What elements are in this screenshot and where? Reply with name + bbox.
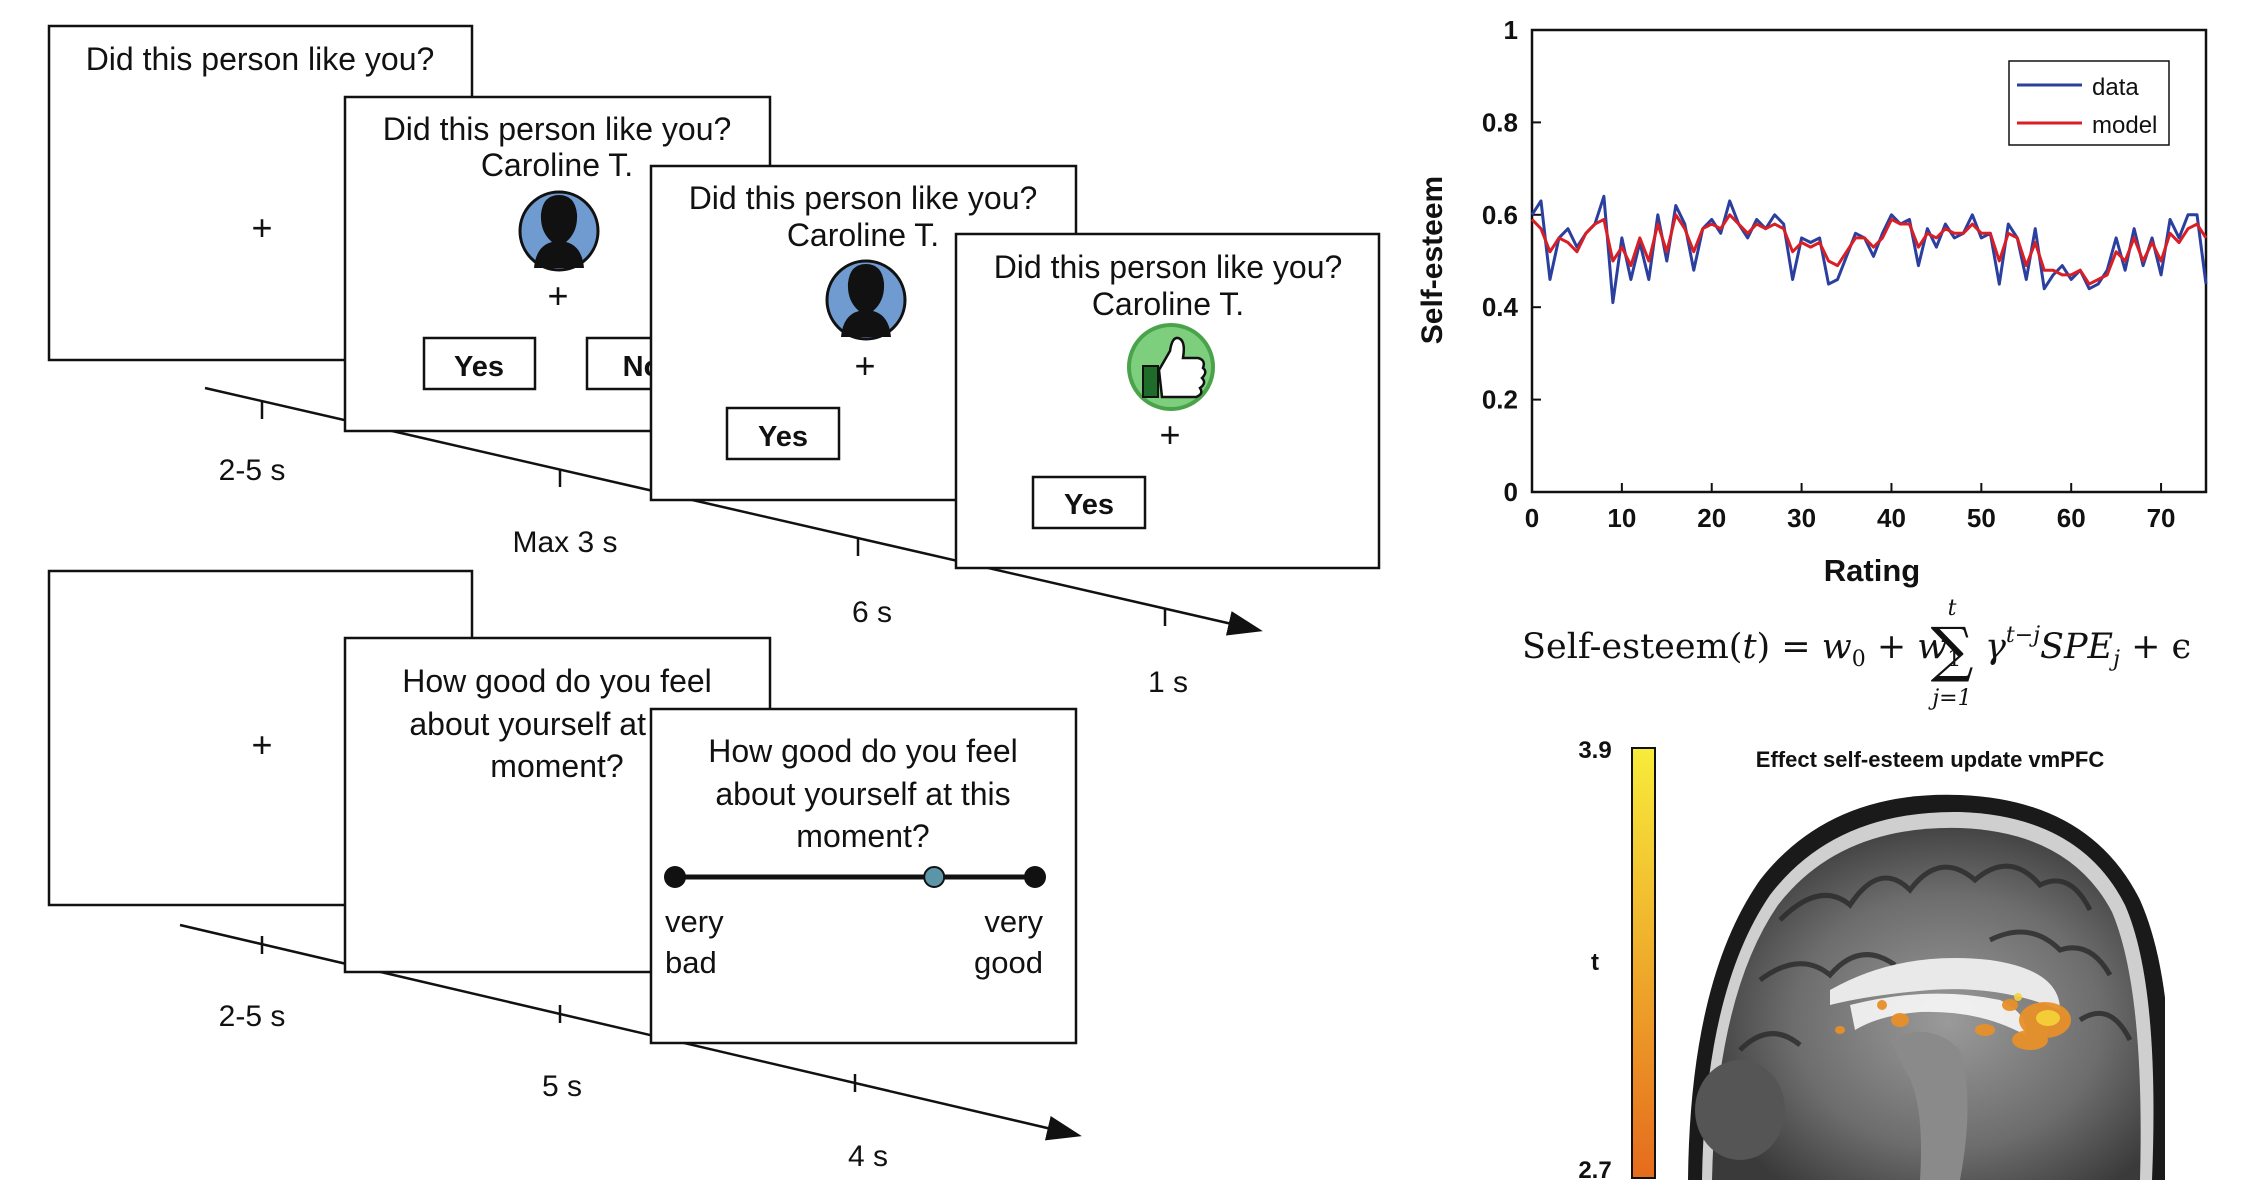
yes-label: Yes [454, 351, 504, 383]
sum-upper: t [1948, 596, 1957, 621]
yes-button [1031, 475, 1147, 530]
formula-plus: + [1866, 627, 1918, 667]
legend-label-data: data [2092, 74, 2139, 101]
series-line-model [1530, 213, 2208, 286]
x-axis-label: Rating [1824, 553, 1920, 588]
duration-label: 4 s [848, 1140, 888, 1173]
question-line: How good do you feel [402, 663, 712, 699]
duration-label: Max 3 s [512, 526, 617, 559]
svg-text:Self-esteem(t) = w0 + w1: Self-esteem(t) = w0 + w1 [1522, 627, 1961, 672]
y-tick-label: 0.4 [1482, 292, 1519, 322]
yes-label: Yes [1064, 489, 1114, 521]
formula-tail: + ϵ [2120, 627, 2191, 667]
screen-feedback: Did this person like you? Caroline T. + … [954, 232, 1381, 570]
duration-label: 1 s [1148, 666, 1188, 699]
scale-right-label: good [974, 945, 1043, 980]
scale-right-label: very [984, 904, 1043, 939]
legend-label-model: model [2092, 112, 2157, 139]
colorbar [1631, 747, 1656, 1179]
avatar-icon [825, 259, 907, 341]
scale-left-label: very [665, 904, 724, 939]
model-formula: Self-esteem(t) = w0 + w1 ∑ t j=1 γt−jSPE… [1522, 596, 2191, 711]
x-tick-label: 10 [1607, 503, 1636, 533]
screen-rating-scale: How good do you feel about yourself at t… [649, 707, 1078, 1045]
y-tick-label: 0.2 [1482, 385, 1518, 415]
fixation-cross: + [251, 207, 272, 248]
colorbar-min: 2.7 [1578, 1157, 1611, 1184]
fixation-cross: + [1159, 414, 1180, 455]
y-tick-label: 0.6 [1482, 200, 1518, 230]
formula-lhs: Self-esteem( [1522, 627, 1742, 667]
self-esteem-chart: 0 10 20 30 40 50 60 70 0 0.2 0.4 0.6 0.8 1 Self-estee… [1416, 15, 2208, 588]
person-name: Caroline T. [1092, 286, 1244, 322]
sum-symbol: ∑ [1931, 615, 1974, 685]
series-lines [1530, 194, 2208, 305]
formula-w0-sub: 0 [1852, 647, 1866, 672]
fixation-cross: + [547, 275, 568, 316]
scale-end-right [1024, 866, 1046, 888]
yes-button [422, 336, 537, 391]
x-tick-label: 70 [2147, 503, 2176, 533]
timeline-arrow [179, 923, 1082, 1141]
x-tick-label: 50 [1967, 503, 1996, 533]
x-tick-label: 40 [1877, 503, 1906, 533]
formula-t: t [1742, 627, 1757, 667]
question-line: moment? [796, 818, 929, 854]
x-tick-label: 20 [1697, 503, 1726, 533]
series-line-data [1530, 194, 2208, 305]
y-tick-label: 1 [1504, 15, 1518, 45]
duration-label: 2-5 s [219, 1000, 286, 1033]
formula-w0: w [1822, 627, 1852, 667]
yes-label: Yes [758, 421, 808, 453]
formula-gamma: γ [1985, 627, 2006, 667]
brain-panel: Effect self-esteem update vmPFC 3.9 t 2.… [1578, 737, 2165, 1184]
scale-left-label: bad [665, 945, 717, 980]
x-tick-label: 60 [2057, 503, 2086, 533]
y-axis-label: Self-esteem [1416, 176, 1449, 344]
duration-label: 2-5 s [219, 454, 286, 487]
slider-thumb [923, 866, 946, 888]
y-tick-label: 0.8 [1482, 107, 1518, 137]
thumbs-up-icon [1127, 323, 1215, 411]
axis-ticks: 0 10 20 30 40 50 60 70 0 0.2 0.4 0.6 0.8 1 [1482, 15, 2176, 533]
chart-legend: data model [2008, 60, 2170, 146]
svg-text:γt−jSPEj + ϵ: γt−jSPEj + ϵ [1985, 623, 2191, 672]
y-tick-label: 0 [1504, 477, 1518, 507]
trial-b-timeline: 2-5 s 5 s 4 s [179, 923, 1082, 1173]
formula-gamma-exp: t−j [2006, 623, 2040, 648]
person-name: Caroline T. [481, 147, 633, 183]
fixation-cross: + [251, 724, 272, 765]
sum-lower: j=1 [1927, 686, 1971, 711]
trial-a-timeline: 2-5 s Max 3 s 6 s 1 s [204, 386, 1263, 699]
colorbar-max: 3.9 [1578, 737, 1611, 764]
question-line: moment? [490, 748, 623, 784]
duration-label: 6 s [852, 596, 892, 629]
screen-question: Did this person like you? [689, 180, 1038, 216]
question-line: How good do you feel [708, 733, 1018, 769]
formula-w1-sub: 1 [1947, 647, 1961, 672]
scale-end-left [664, 866, 686, 888]
question-line: about yourself at this [715, 776, 1010, 812]
screen-question: Did this person like you? [994, 249, 1343, 285]
legend-box [2008, 60, 2170, 146]
colorbar-label: t [1591, 949, 1599, 976]
person-name: Caroline T. [787, 217, 939, 253]
brain-title: Effect self-esteem update vmPFC [1756, 747, 2105, 772]
yes-button [725, 406, 841, 461]
screen-question: Did this person like you? [86, 41, 435, 77]
formula-w1: w [1917, 627, 1947, 667]
avatar-icon [518, 190, 600, 272]
formula-equals: ) = [1757, 627, 1822, 667]
brain-mri-image [1688, 794, 2165, 1180]
formula-spe: SPE [2040, 627, 2113, 667]
x-tick-label: 0 [1525, 503, 1539, 533]
duration-label: 5 s [542, 1070, 582, 1103]
fixation-cross: + [854, 345, 875, 386]
screen-question: Did this person like you? [383, 111, 732, 147]
x-tick-label: 30 [1787, 503, 1816, 533]
